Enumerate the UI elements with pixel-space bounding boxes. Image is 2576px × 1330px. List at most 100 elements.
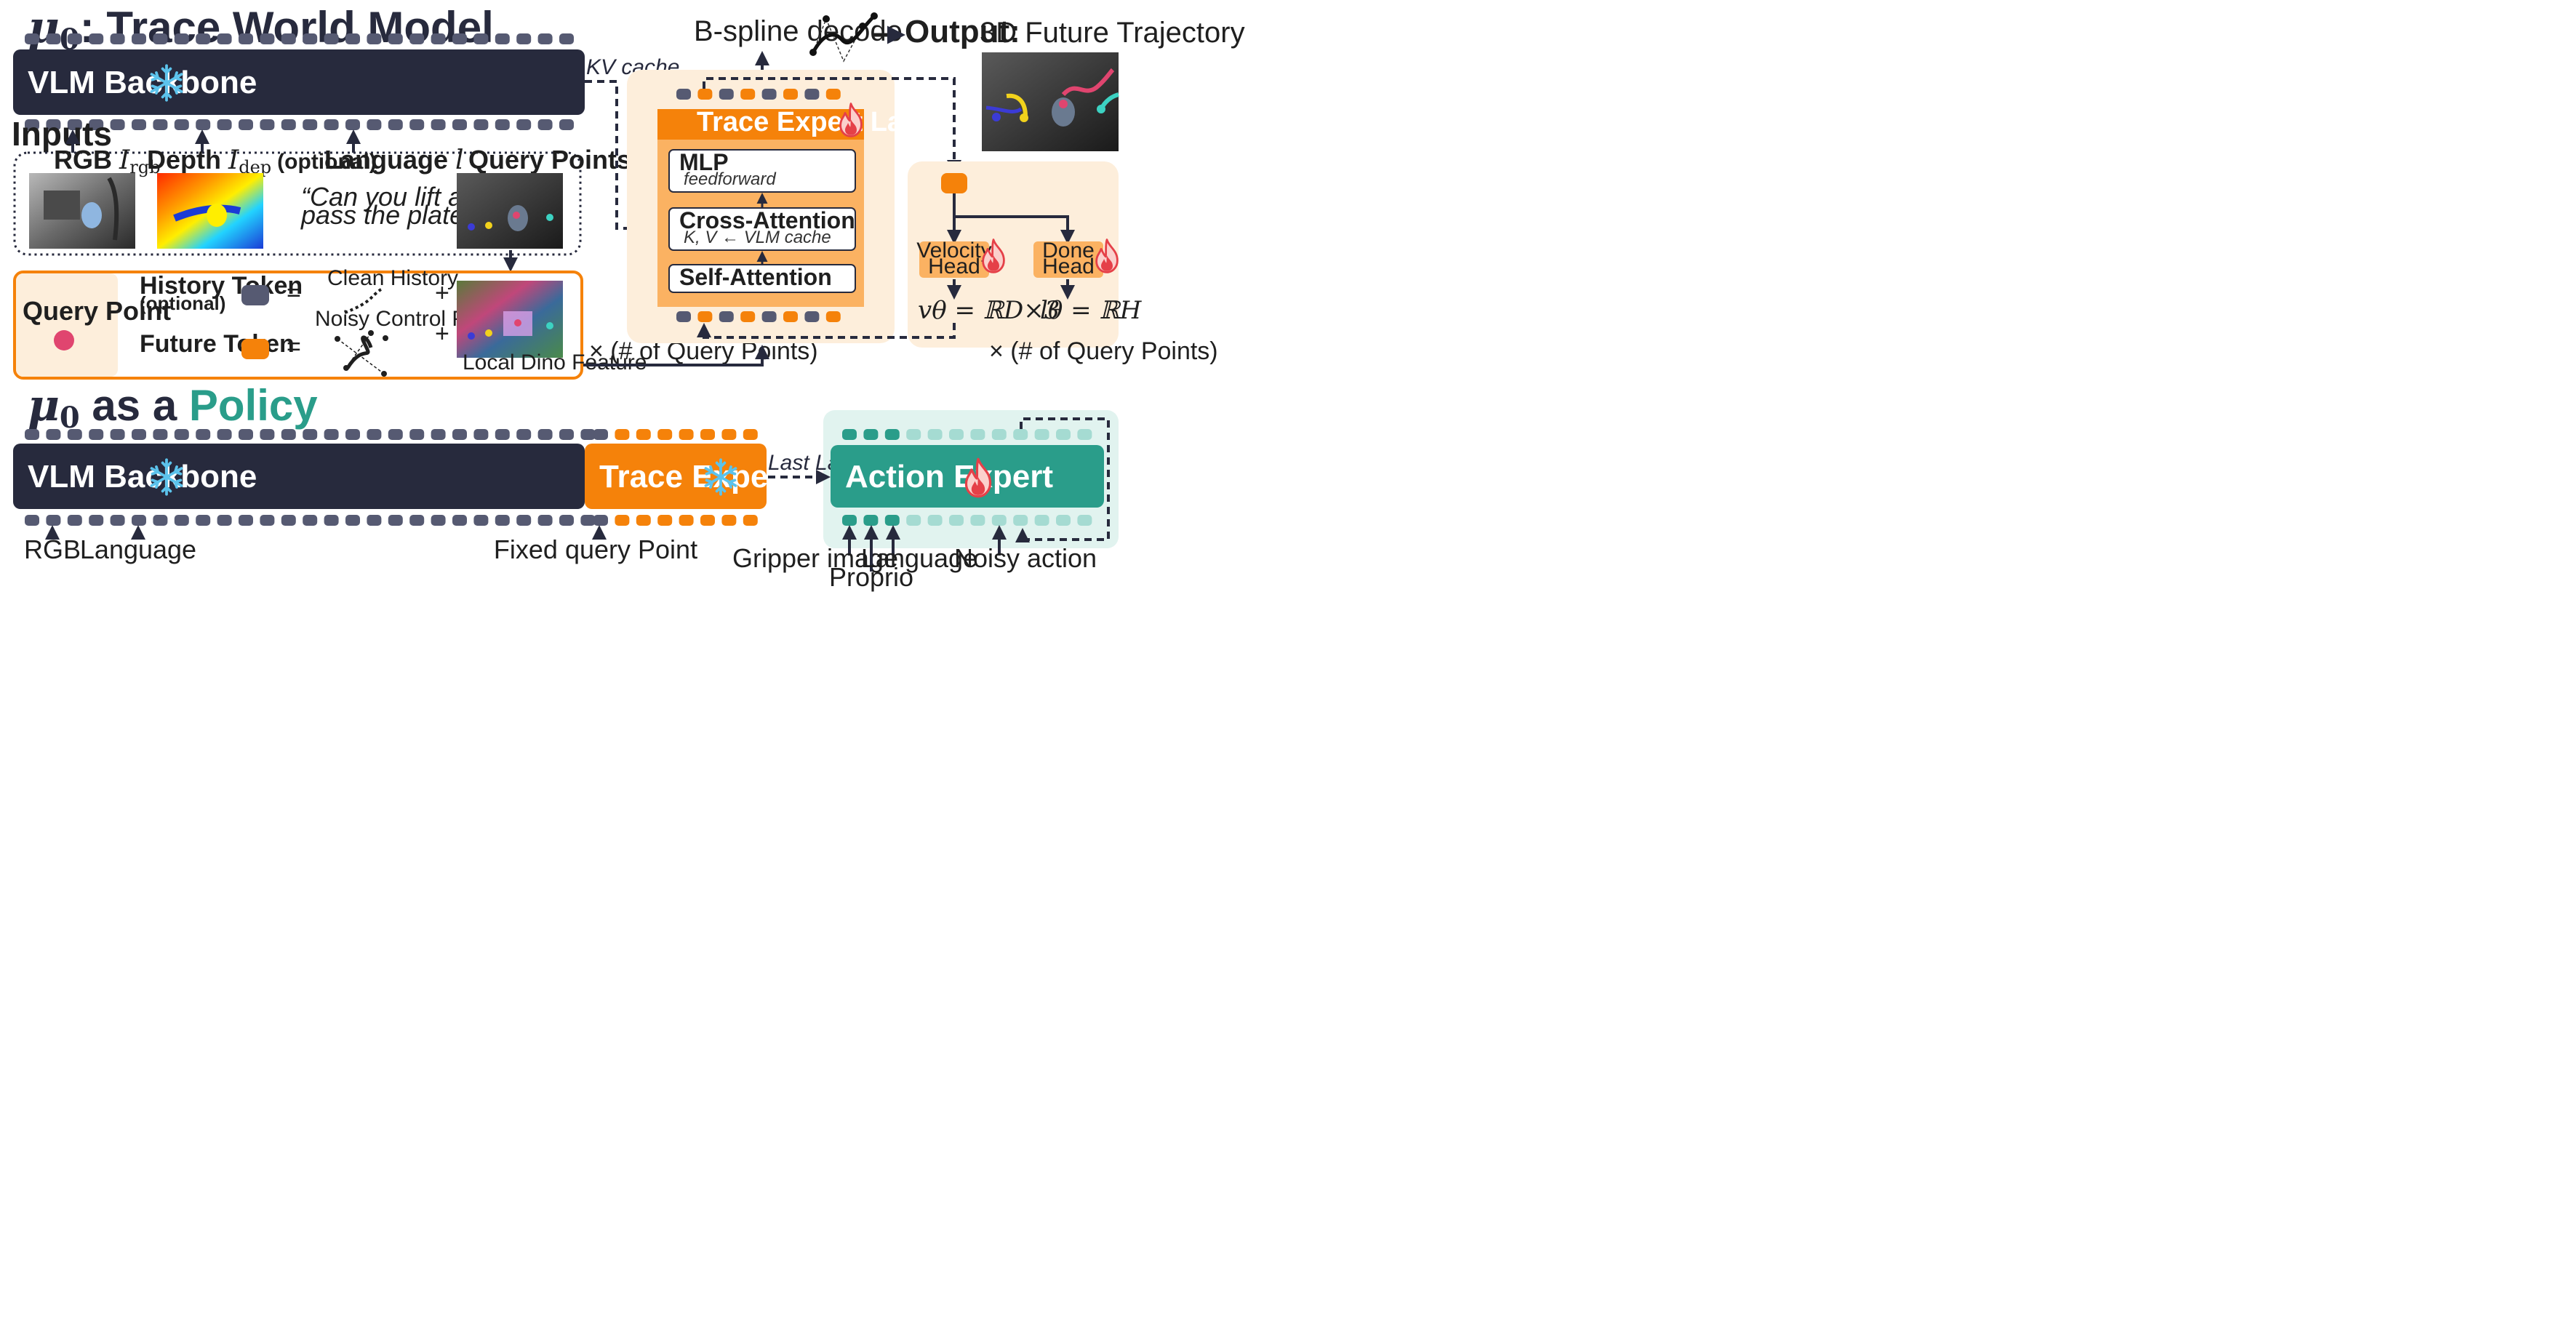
token-row-backbone-bottom	[25, 119, 574, 130]
token	[615, 429, 630, 440]
done-head[interactable]	[1033, 241, 1103, 278]
token	[409, 119, 425, 130]
token	[281, 119, 296, 130]
token	[676, 311, 691, 322]
token	[367, 429, 382, 440]
self-attention-box[interactable]	[668, 264, 856, 293]
cross-attention-box[interactable]	[668, 207, 856, 251]
token	[388, 119, 403, 130]
velocity-head[interactable]	[919, 241, 989, 278]
token	[761, 311, 777, 322]
token	[367, 119, 382, 130]
future-token-label: Future Token	[140, 330, 295, 358]
policy-language-label: Language	[80, 534, 196, 564]
token	[110, 429, 125, 440]
token	[516, 515, 532, 526]
token	[580, 429, 596, 440]
policy-rgb-label: RGB	[24, 534, 81, 564]
token	[559, 33, 574, 44]
token	[473, 515, 489, 526]
token	[657, 429, 673, 440]
token	[431, 515, 446, 526]
token	[452, 429, 467, 440]
plus-top: +	[435, 279, 449, 307]
token	[239, 429, 253, 440]
velocity-formula: vθ = ℝD×3	[918, 296, 1060, 325]
token	[46, 429, 61, 440]
policy-vlm-backbone-bar	[13, 444, 585, 509]
token	[949, 429, 964, 440]
bspline-curve-icon	[809, 12, 878, 63]
mlp-label: MLP	[679, 149, 729, 175]
token	[906, 429, 921, 440]
heads-panel	[908, 161, 1119, 348]
token	[1034, 429, 1049, 440]
token	[367, 515, 382, 526]
proprio-label: Proprio	[829, 562, 913, 592]
token	[537, 515, 553, 526]
query-dot-pink	[513, 212, 520, 219]
cross-attention-sub: K, V ← VLM cache	[684, 228, 831, 247]
token	[1056, 515, 1071, 526]
token	[89, 515, 104, 526]
token	[281, 33, 296, 44]
token	[719, 311, 734, 322]
token	[593, 515, 608, 526]
token	[110, 33, 125, 44]
token	[1034, 515, 1049, 526]
token	[495, 33, 510, 44]
history-equals: =	[287, 279, 301, 307]
token	[132, 119, 146, 130]
token	[409, 429, 425, 440]
token	[67, 119, 82, 130]
token	[452, 33, 467, 44]
token	[697, 311, 713, 322]
token	[949, 515, 964, 526]
token	[761, 89, 777, 100]
depth-image	[157, 173, 263, 249]
token	[537, 429, 553, 440]
token	[132, 515, 146, 526]
token	[970, 515, 985, 526]
token	[409, 515, 425, 526]
token	[132, 33, 146, 44]
token	[260, 515, 275, 526]
mlp-box[interactable]	[668, 149, 856, 193]
token	[1013, 429, 1028, 440]
token	[303, 429, 318, 440]
policy-vlm-backbone-label: VLM Backbone	[28, 459, 257, 494]
token	[174, 515, 189, 526]
token	[1077, 429, 1092, 440]
token	[110, 119, 125, 130]
done-formula: lθ = ℝH	[1040, 296, 1143, 325]
output-label: Output:	[905, 14, 1020, 49]
token	[25, 515, 39, 526]
token	[239, 119, 253, 130]
token	[46, 33, 61, 44]
token	[110, 515, 125, 526]
token	[281, 515, 296, 526]
history-optional-label: (optional)	[140, 292, 225, 314]
token	[559, 429, 574, 440]
token	[303, 515, 318, 526]
token	[239, 33, 253, 44]
token	[345, 515, 360, 526]
token	[842, 429, 857, 440]
token	[676, 89, 691, 100]
token	[1056, 429, 1071, 440]
token	[345, 119, 360, 130]
history-token-swatch	[241, 285, 269, 305]
token	[345, 429, 360, 440]
token	[991, 429, 1007, 440]
token	[559, 515, 574, 526]
cross-attention-label: Cross-Attention	[679, 207, 855, 233]
noisy-action-label: Noisy action	[954, 543, 1097, 573]
velocity-head-line2: Head	[928, 255, 980, 279]
token	[324, 119, 339, 130]
token	[196, 33, 211, 44]
token	[174, 33, 189, 44]
query-dot-yellow	[485, 222, 492, 229]
